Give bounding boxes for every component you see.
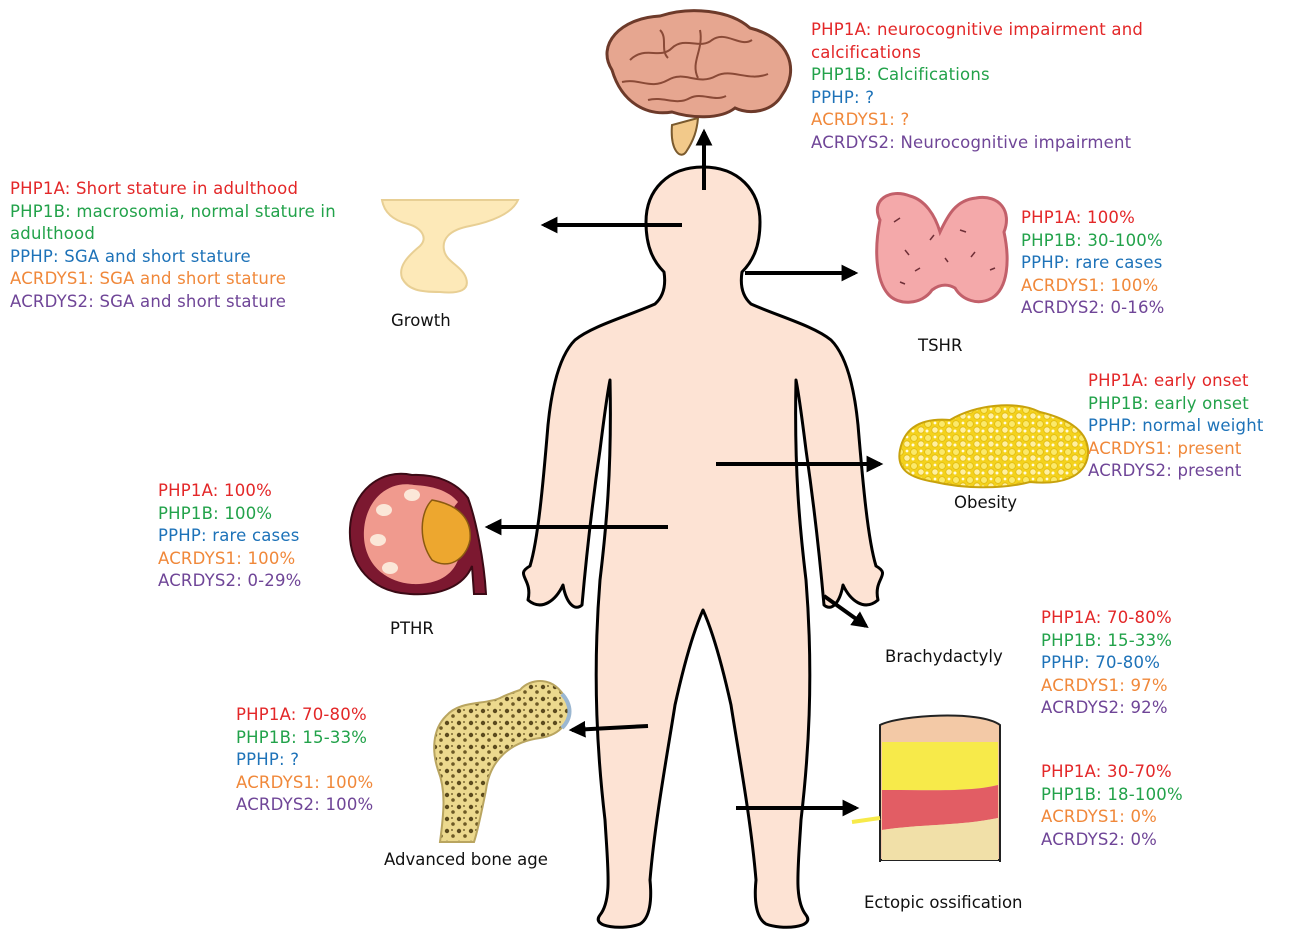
feature-line: PHP1B: 15-33% [1041,630,1172,653]
growth-label: Growth [391,311,451,330]
feature-line: ACRDYS2: 0-29% [158,570,302,593]
feature-line: PHP1A: neurocognitive impairment and [811,19,1143,42]
feature-line: PPHP: SGA and short stature [10,246,336,269]
feature-line: ACRDYS1: 97% [1041,675,1172,698]
feature-line: PHP1B: 15-33% [236,727,373,750]
bone-age-features: PHP1A: 70-80%PHP1B: 15-33%PPHP: ?ACRDYS1… [236,704,373,817]
pthr-label: PTHR [390,619,434,638]
feature-line: ACRDYS2: 0-16% [1021,297,1165,320]
feature-line: ACRDYS2: present [1088,460,1264,483]
feature-line: PHP1B: Calcifications [811,64,1143,87]
feature-line: adulthood [10,223,336,246]
obesity-label: Obesity [954,493,1017,512]
feature-line: PHP1B: macrosomia, normal stature in [10,201,336,224]
feature-line: PPHP: rare cases [1021,252,1165,275]
human-body-silhouette [523,167,882,927]
tshr-label: TSHR [918,336,962,355]
feature-line: ACRDYS1: present [1088,438,1264,461]
feature-line: PHP1B: 100% [158,503,302,526]
feature-line: PPHP: ? [236,749,373,772]
feature-line: ACRDYS1: ? [811,109,1143,132]
bone-age-label: Advanced bone age [384,850,548,869]
feature-line: ACRDYS2: Neurocognitive impairment [811,132,1143,155]
feature-line: PHP1A: 100% [1021,207,1165,230]
brachydactyly-features: PHP1A: 70-80%PHP1B: 15-33%PPHP: 70-80%AC… [1041,607,1172,720]
feature-line: PHP1B: early onset [1088,393,1264,416]
feature-line: ACRDYS2: SGA and short stature [10,291,336,314]
feature-line: ACRDYS2: 92% [1041,697,1172,720]
feature-line: ACRDYS1: 100% [158,548,302,571]
feature-line: PHP1A: 70-80% [1041,607,1172,630]
skin-layers-icon [852,716,1000,862]
feature-line: ACRDYS1: 100% [236,772,373,795]
feature-line: PPHP: 70-80% [1041,652,1172,675]
feature-line: PHP1B: 30-100% [1021,230,1165,253]
kidney-icon [350,474,486,594]
pituitary-icon [382,200,518,292]
tshr-features: PHP1A: 100%PHP1B: 30-100%PPHP: rare case… [1021,207,1165,320]
brachydactyly-label: Brachydactyly [885,647,1003,666]
feature-line: ACRDYS1: 0% [1041,806,1183,829]
feature-line: ACRDYS2: 0% [1041,829,1183,852]
brain-icon [607,11,791,155]
ossification-label: Ectopic ossification [864,893,1023,912]
ossification-features: PHP1A: 30-70%PHP1B: 18-100%ACRDYS1: 0%AC… [1041,761,1183,851]
feature-line: ACRDYS1: SGA and short stature [10,268,336,291]
feature-line: PPHP: rare cases [158,525,302,548]
femur-bone-icon [434,681,569,842]
feature-line: ACRDYS1: 100% [1021,275,1165,298]
feature-line: calcifications [811,42,1143,65]
feature-line: PHP1A: 100% [158,480,302,503]
feature-line: PHP1A: early onset [1088,370,1264,393]
feature-line: PHP1A: 30-70% [1041,761,1183,784]
feature-line: PPHP: ? [811,87,1143,110]
feature-line: ACRDYS2: 100% [236,794,373,817]
feature-line: PHP1B: 18-100% [1041,784,1183,807]
feature-line: PHP1A: Short stature in adulthood [10,178,336,201]
feature-line: PHP1A: 70-80% [236,704,373,727]
feature-line: PPHP: normal weight [1088,415,1264,438]
adipose-tissue-icon [899,405,1088,487]
thyroid-icon [877,193,1007,302]
